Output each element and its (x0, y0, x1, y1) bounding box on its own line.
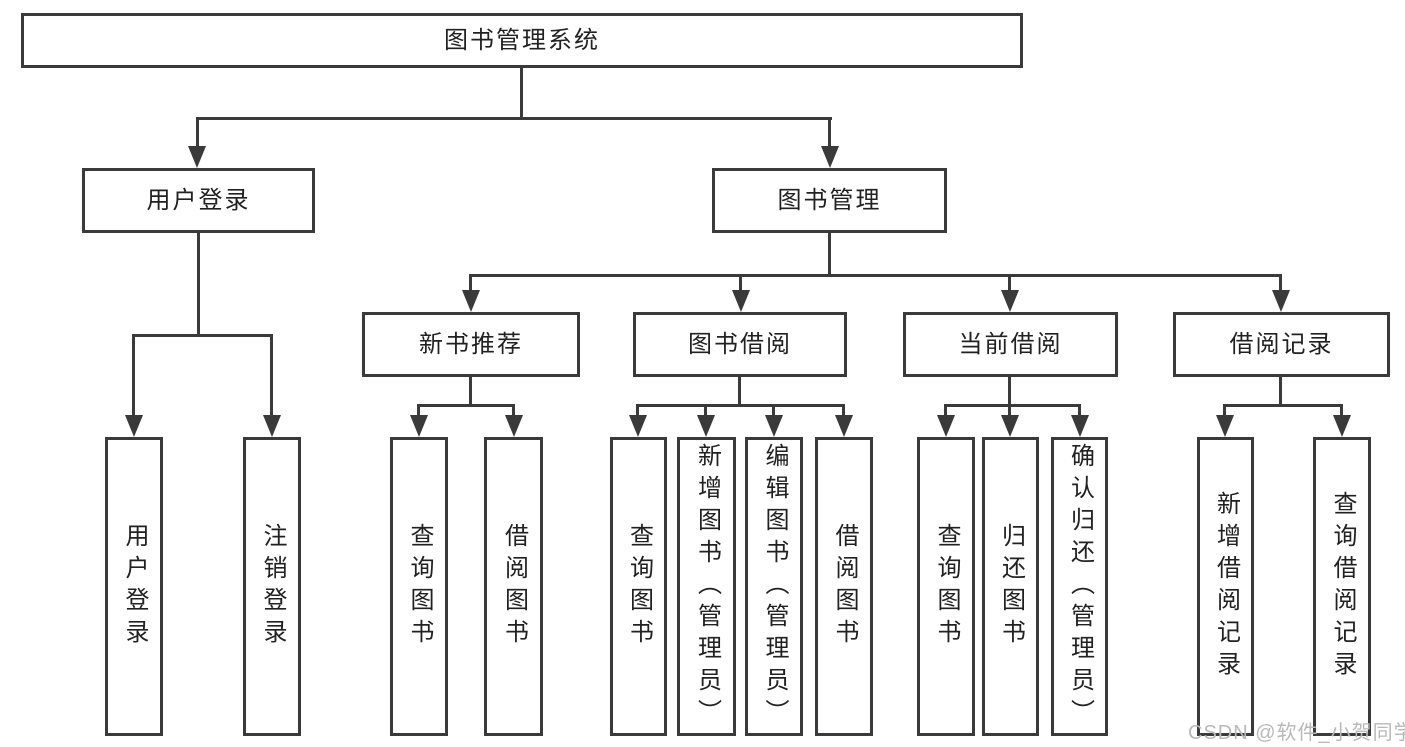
leaf-user-login: 用户登录 (105, 437, 163, 736)
arrow-down-icon (937, 415, 955, 437)
connector-vline (520, 68, 523, 118)
connector-vline (512, 404, 515, 417)
leaf-query-books-borrowing: 查询图书 (610, 437, 667, 736)
leaf-add-borrow-record: 新增借阅记录 (1197, 437, 1254, 736)
connector-vline (772, 404, 775, 417)
node-current-borrowing: 当前借阅 (903, 312, 1118, 377)
node-label: 图书管理 (777, 186, 882, 214)
arrow-down-icon (188, 146, 206, 168)
arrow-down-icon (629, 415, 647, 437)
connector-vline (739, 274, 742, 292)
node-label: 确认归还（管理员） (1066, 442, 1094, 731)
connector-hline (132, 334, 273, 337)
node-new-book-recommendation: 新书推荐 (362, 312, 580, 377)
arrow-down-icon (125, 415, 143, 437)
arrow-down-icon (1216, 415, 1234, 437)
connector-vline (828, 117, 831, 148)
connector-vline (1078, 404, 1081, 417)
arrow-down-icon (462, 290, 480, 312)
leaf-add-book-admin: 新增图书（管理员） (677, 437, 736, 736)
connector-vline (1223, 404, 1226, 417)
csdn-watermark: CSDN @软件_小贺同学 (1188, 722, 1405, 744)
node-book-management: 图书管理 (712, 168, 947, 233)
arrow-down-icon (697, 415, 715, 437)
leaf-query-books-current: 查询图书 (917, 437, 975, 736)
connector-vline (842, 404, 845, 417)
connector-hline (1223, 404, 1343, 407)
connector-vline (1279, 377, 1282, 406)
connector-vline (1008, 404, 1011, 417)
node-label: 归还图书 (997, 522, 1025, 651)
arrow-down-icon (410, 415, 428, 437)
connector-vline (469, 377, 472, 406)
connector-hline (636, 404, 845, 407)
connector-vline (1008, 377, 1011, 406)
node-label: 新增借阅记录 (1212, 490, 1240, 683)
connector-vline (196, 117, 199, 148)
leaf-borrow-books-borrowing: 借阅图书 (815, 437, 873, 736)
connector-vline (636, 404, 639, 417)
connector-hline (469, 274, 1282, 277)
node-label: 借阅图书 (831, 522, 858, 651)
connector-vline (704, 404, 707, 417)
node-label: 新增图书（管理员） (693, 442, 721, 731)
node-label: 用户登录 (121, 522, 148, 651)
leaf-query-books-recommend: 查询图书 (390, 437, 448, 736)
arrow-down-icon (765, 415, 783, 437)
connector-vline (1279, 274, 1282, 292)
node-label: 注销登录 (259, 522, 286, 651)
node-label: 查询图书 (406, 522, 433, 651)
node-borrowing-records: 借阅记录 (1173, 312, 1390, 377)
arrow-down-icon (1071, 415, 1089, 437)
node-label: 图书借阅 (688, 330, 792, 358)
connector-hline (944, 404, 1081, 407)
connector-vline (944, 404, 947, 417)
connector-vline (417, 404, 420, 417)
leaf-edit-book-admin: 编辑图书（管理员） (745, 437, 803, 736)
arrow-down-icon (263, 415, 281, 437)
connector-vline (738, 377, 741, 406)
arrow-down-icon (1001, 415, 1019, 437)
node-user-login: 用户登录 (82, 168, 315, 233)
connector-hline (196, 117, 832, 120)
arrow-down-icon (1001, 290, 1019, 312)
arrow-down-icon (821, 146, 839, 168)
connector-hline (417, 404, 515, 407)
arrow-down-icon (505, 415, 523, 437)
node-label: 当前借阅 (958, 330, 1063, 358)
connector-vline (197, 233, 200, 336)
connector-vline (270, 334, 273, 417)
connector-vline (469, 274, 472, 292)
connector-vline (1008, 274, 1011, 292)
node-label: 查询借阅记录 (1329, 490, 1356, 683)
leaf-query-borrow-record: 查询借阅记录 (1313, 437, 1371, 736)
leaf-logout: 注销登录 (243, 437, 301, 736)
node-label: 借阅记录 (1229, 330, 1334, 358)
arrow-down-icon (1333, 415, 1351, 437)
leaf-confirm-return-admin: 确认归还（管理员） (1051, 437, 1108, 736)
node-label: 借阅图书 (500, 522, 528, 651)
leaf-borrow-books-recommend: 借阅图书 (484, 437, 543, 736)
node-root: 图书管理系统 (21, 13, 1023, 68)
node-label: 查询图书 (625, 522, 653, 651)
node-label: 图书管理系统 (444, 26, 600, 54)
connector-vline (1340, 404, 1343, 417)
connector-vline (828, 233, 831, 276)
arrow-down-icon (835, 415, 853, 437)
node-label: 用户登录 (146, 186, 251, 214)
connector-vline (132, 334, 135, 417)
node-book-borrowing: 图书借阅 (633, 312, 847, 377)
arrow-down-icon (732, 290, 750, 312)
node-label: 新书推荐 (419, 330, 523, 358)
node-label: 编辑图书（管理员） (761, 442, 788, 731)
node-label: 查询图书 (933, 522, 960, 651)
leaf-return-books: 归还图书 (982, 437, 1039, 736)
arrow-down-icon (1272, 290, 1290, 312)
